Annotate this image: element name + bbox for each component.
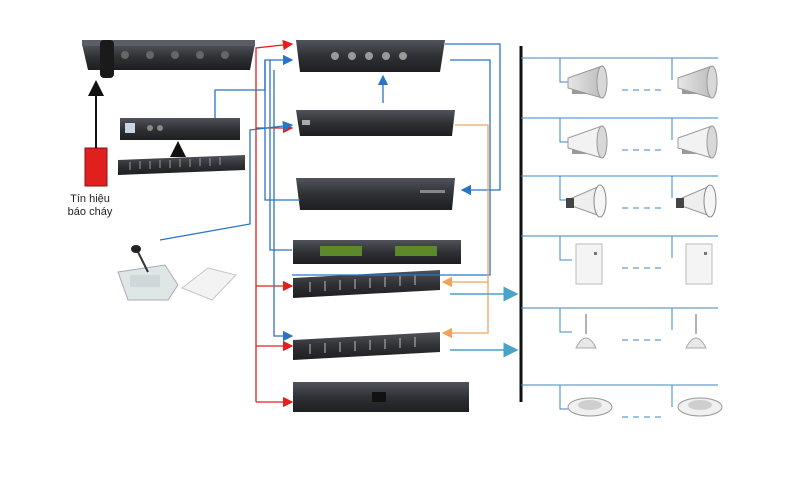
horn-speaker-grey-1 <box>567 65 608 99</box>
power-amplifier <box>296 178 455 210</box>
fire-signal-label: Tín hiệu báo cháy <box>50 193 130 219</box>
mixer-preamp <box>118 155 245 175</box>
power-supply <box>293 382 469 412</box>
output-arrows <box>450 286 519 358</box>
speaker-selector-1 <box>293 270 440 298</box>
pendant-speaker-2 <box>685 314 707 349</box>
speaker-row-feed <box>521 384 572 410</box>
wall-speaker-1 <box>575 243 603 285</box>
orange-connections <box>441 124 489 339</box>
blue-connections <box>159 43 501 342</box>
ceiling-speaker-2 <box>677 397 723 417</box>
mixer-amplifier-top <box>296 40 445 72</box>
fire-signal-label-line1: Tín hiệu <box>70 193 110 205</box>
fire-signal-box <box>84 147 108 187</box>
speaker-row-feed <box>521 175 572 201</box>
remote-microphone <box>117 245 179 301</box>
fire-signal-label-line2: báo cháy <box>67 206 113 218</box>
speaker-row-4 <box>521 235 718 285</box>
paging-horn-1 <box>566 184 607 218</box>
digital-controller <box>120 118 240 140</box>
speaker-row-3 <box>521 175 718 218</box>
speaker-rows <box>521 57 723 418</box>
horn-speaker-grey-2 <box>677 65 718 99</box>
speaker-row-feed <box>521 307 572 333</box>
precision-amplifier <box>82 40 255 78</box>
speaker-selector-2 <box>293 332 440 360</box>
ceiling-speaker-1 <box>567 397 613 417</box>
rack-amplifier <box>296 110 455 136</box>
paging-horn-2 <box>676 184 717 218</box>
horn-speaker-white-2 <box>677 125 718 159</box>
speaker-row-2 <box>521 117 718 159</box>
speaker-row-1 <box>521 57 718 99</box>
remote-keypad <box>180 267 237 301</box>
speaker-row-feed <box>521 235 572 261</box>
pendant-speaker-1 <box>575 314 597 349</box>
wall-speaker-2 <box>685 243 713 285</box>
speaker-row-feed <box>521 57 572 83</box>
speaker-row-6 <box>521 384 723 418</box>
speaker-row-feed <box>521 117 572 143</box>
horn-speaker-white-1 <box>567 125 608 159</box>
player-tuner <box>293 240 461 264</box>
speaker-row-5 <box>521 307 718 349</box>
